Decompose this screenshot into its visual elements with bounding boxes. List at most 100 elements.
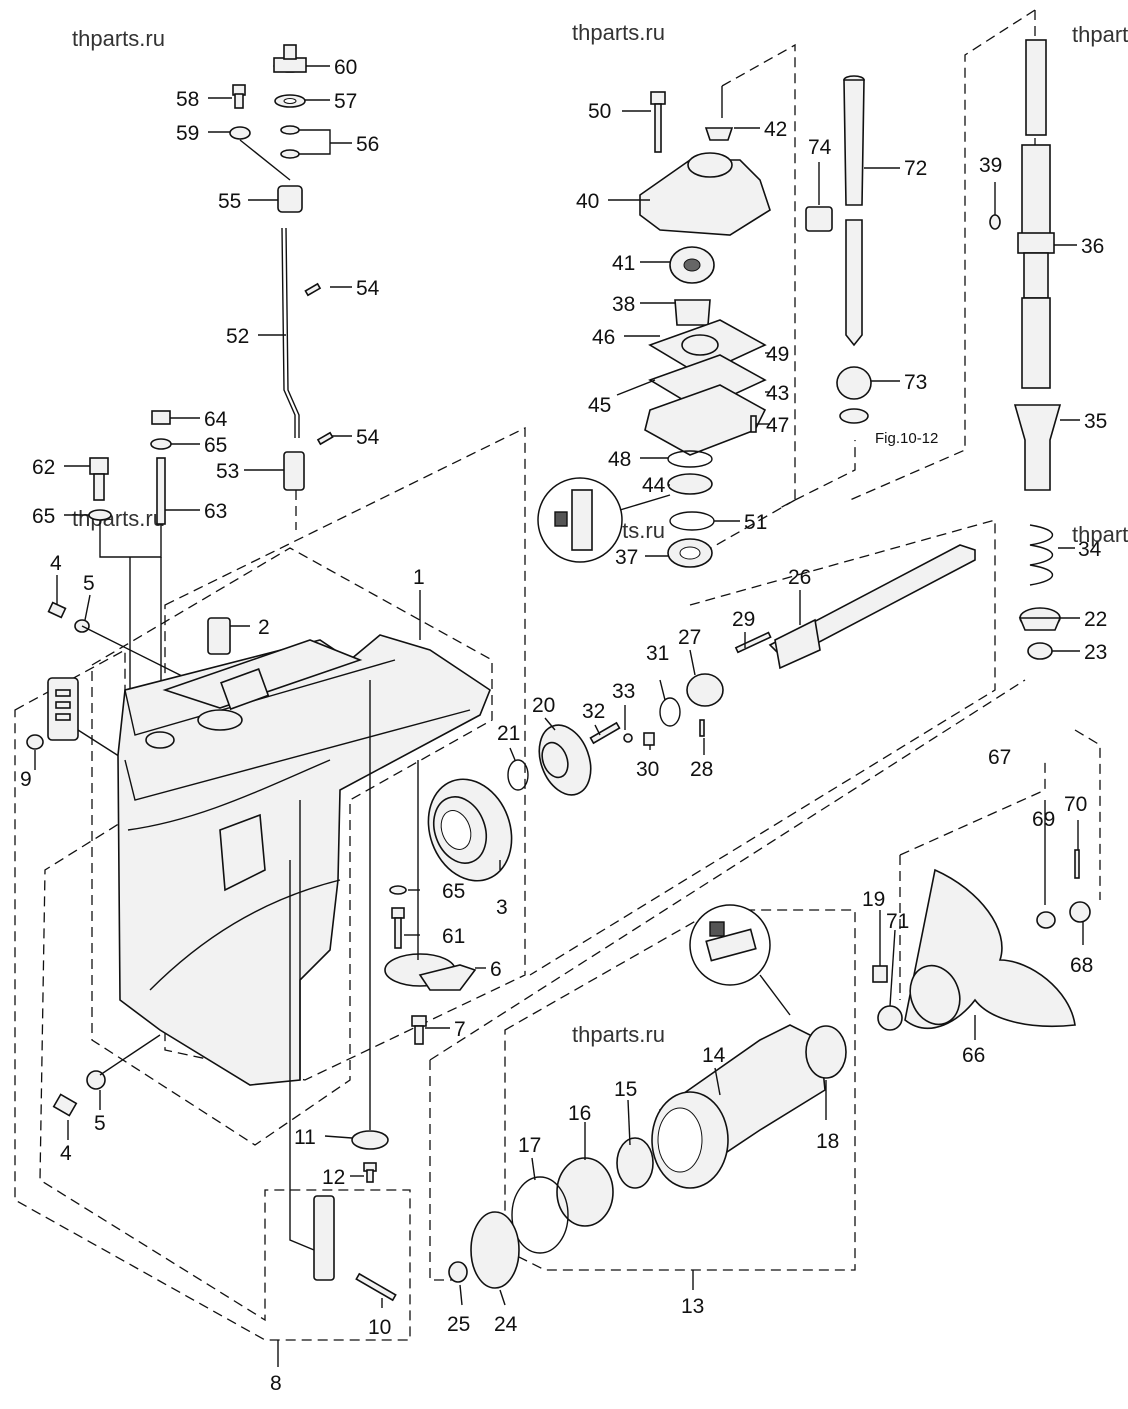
callout-57: 57 [334,90,357,113]
callout-62: 62 [32,456,55,479]
callout-30: 30 [636,758,659,781]
callout-13: 13 [681,1295,704,1318]
callout-53: 53 [216,460,239,483]
lower-casing [117,617,491,1086]
callout-21: 21 [497,722,520,745]
callout-46: 46 [592,326,615,349]
propeller [872,849,1091,1031]
callout-52: 52 [226,325,249,348]
watermark: thparts.ru [1072,22,1128,47]
callout-1: 1 [413,566,425,589]
callout-5: 5 [94,1112,106,1135]
water-pump [537,86,771,568]
callout-65: 65 [32,505,55,528]
watermark: thparts.ru [1072,522,1128,547]
callout-3: 3 [496,896,508,919]
o-ring-21 [507,759,529,791]
callout-54: 54 [356,426,380,449]
callout-47: 47 [766,414,789,437]
callout-26: 26 [788,566,811,589]
callout-12: 12 [322,1166,345,1189]
callout-48: 48 [608,448,631,471]
callout-65: 65 [204,434,227,457]
callout-74: 74 [808,136,832,159]
bolts-left [26,410,191,761]
callout-labels: 60 58 57 59 56 55 54 52 54 64 65 62 53 6… [20,56,1107,1395]
callout-22: 22 [1084,608,1107,631]
watermark: thparts.ru [72,506,165,531]
callout-10: 10 [368,1316,391,1339]
callout-23: 23 [1084,641,1107,664]
callout-41: 41 [612,252,635,275]
group-outlines [14,9,1101,1341]
callout-59: 59 [176,122,199,145]
callout-44: 44 [642,474,666,497]
water-tube [805,75,872,424]
callout-63: 63 [204,500,227,523]
callout-67: 67 [988,746,1011,769]
callout-65: 65 [442,880,465,903]
callout-9: 9 [20,768,32,791]
callout-40: 40 [576,190,599,213]
callout-33: 33 [612,680,635,703]
callout-45: 45 [588,394,611,417]
callout-34: 34 [1078,538,1102,561]
callout-4: 4 [50,552,62,575]
callout-25: 25 [447,1313,470,1336]
callout-6: 6 [490,958,502,981]
watermark: thparts.ru [572,1022,665,1047]
gear-20 [538,724,592,796]
callout-61: 61 [442,925,465,948]
callout-29: 29 [732,608,755,631]
shift-rod-assembly [229,44,334,530]
callout-28: 28 [690,758,713,781]
watermark: thparts.ru [572,20,665,45]
callout-37: 37 [615,546,638,569]
callout-56: 56 [356,133,379,156]
callout-72: 72 [904,157,927,180]
callout-32: 32 [582,700,605,723]
callout-15: 15 [614,1078,637,1101]
callout-70: 70 [1064,793,1087,816]
callout-36: 36 [1081,235,1104,258]
callout-54: 54 [356,277,380,300]
callout-7: 7 [454,1018,466,1041]
callout-58: 58 [176,88,199,111]
callout-16: 16 [568,1102,591,1125]
callout-19: 19 [862,888,885,911]
callout-39: 39 [979,154,1002,177]
callout-14: 14 [702,1044,726,1067]
callout-31: 31 [646,642,669,665]
callout-11: 11 [294,1126,316,1149]
callout-71: 71 [886,910,909,933]
callout-18: 18 [816,1130,839,1153]
callout-69: 69 [1032,808,1055,831]
watermark: thparts.ru [72,26,165,51]
callout-51: 51 [744,511,767,534]
lower-casing-cap [448,904,847,1289]
callout-38: 38 [612,293,635,316]
callout-66: 66 [962,1044,985,1067]
drive-shaft [989,39,1062,660]
callout-27: 27 [678,626,701,649]
figure-reference: Fig.10-12 [875,430,938,447]
callout-73: 73 [904,371,927,394]
callout-55: 55 [218,190,241,213]
callout-42: 42 [764,118,787,141]
callout-49: 49 [766,343,789,366]
callout-64: 64 [204,408,228,431]
leader-lines [34,65,1084,1367]
callout-4: 4 [60,1142,72,1165]
callout-43: 43 [766,382,789,405]
callout-2: 2 [258,616,270,639]
bearing-3 [427,778,513,882]
callout-24: 24 [494,1313,518,1336]
callout-50: 50 [588,100,611,123]
callout-68: 68 [1070,954,1093,977]
callout-17: 17 [518,1134,541,1157]
callout-60: 60 [334,56,357,79]
callout-35: 35 [1084,410,1107,433]
callout-20: 20 [532,694,555,717]
lower-left-fasteners [52,680,397,1302]
